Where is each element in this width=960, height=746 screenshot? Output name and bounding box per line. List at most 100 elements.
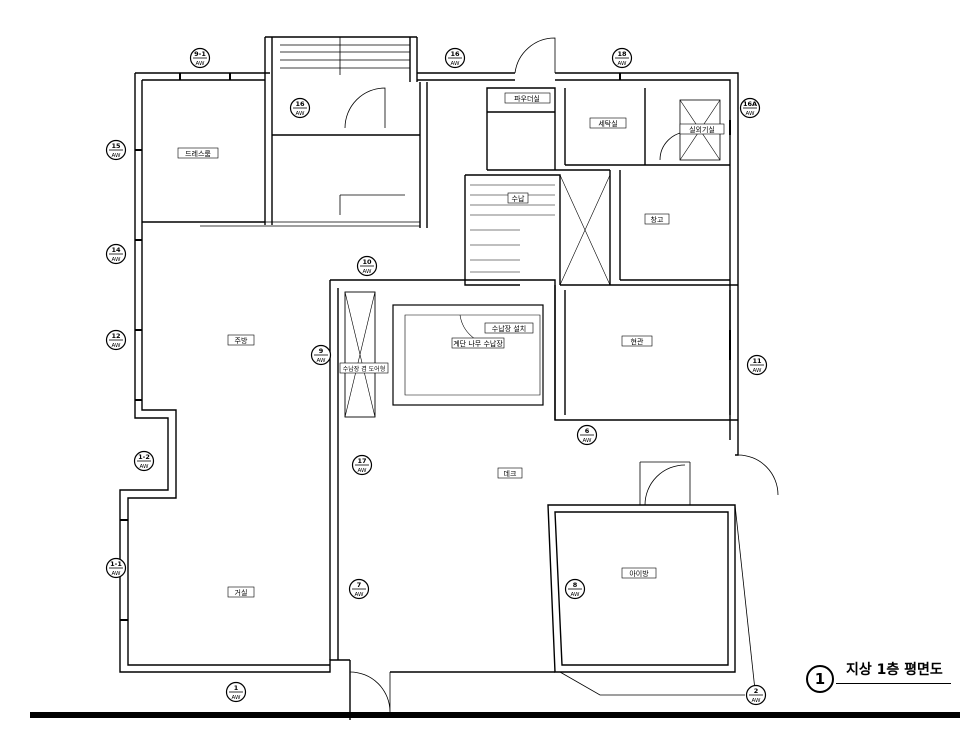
tag-type: AW (112, 153, 121, 159)
room-label: 계단 나무 수납장 (453, 339, 503, 348)
sheet-border-line (30, 712, 960, 718)
room-boiler: 실외기실 (679, 123, 725, 135)
room-storage: 창고 (644, 213, 670, 225)
window-tag-w8: 8AW (564, 578, 586, 600)
tag-type: AW (358, 468, 367, 474)
room-label: 창고 (651, 216, 664, 224)
tag-number: 6 (585, 427, 590, 435)
tag-number: 2 (754, 687, 759, 695)
window-tag-w16c: 16A AW (739, 97, 761, 119)
window-tag-w1: 1AW (225, 681, 247, 703)
tag-number: 10 (362, 258, 372, 266)
room-closet-note: 수납장 겸 도어형 (339, 362, 389, 374)
room-utility: 세탁실 (589, 117, 627, 129)
room-label: 실외기실 (689, 125, 715, 134)
room-label: 세탁실 (598, 119, 617, 128)
tag-number: 16 (450, 50, 460, 58)
tag-number: 16A (743, 100, 757, 108)
window-tag-w1-2: 1-2AW (133, 450, 155, 472)
room-label: 현관 (631, 337, 644, 346)
tag-type: AW (746, 111, 755, 117)
tag-type: AW (112, 257, 121, 263)
room-entrance: 현관 (621, 335, 653, 347)
drawing-number: 1 (806, 665, 834, 693)
door-swing-2 (514, 37, 556, 74)
room-label: 수납 (512, 194, 525, 203)
wall-north-middle (417, 72, 739, 440)
tag-number: 1 (234, 684, 239, 692)
canopy (264, 36, 418, 82)
window-tag-w2: 2AW (745, 684, 767, 706)
tag-number: 17 (357, 457, 366, 465)
room-kids (547, 504, 736, 673)
room-label: 아이방 (629, 569, 649, 578)
tag-number: 15 (111, 142, 121, 150)
door-swing-1 (344, 87, 386, 129)
window-tag-w9-1: 9-1AW (189, 47, 211, 69)
tag-number: 9-1 (194, 50, 206, 58)
tag-number: 14 (111, 246, 121, 254)
tag-type: AW (112, 343, 121, 349)
tag-type: AW (355, 592, 364, 598)
room-stair: 계단 나무 수납장 (451, 337, 505, 349)
tag-type: AW (753, 368, 762, 374)
door-swing-3 (659, 131, 689, 161)
wall-inner-west (127, 79, 330, 666)
door-swing-south (349, 671, 391, 713)
tag-type: AW (317, 358, 326, 364)
window-tag-w7: 7AW (348, 578, 370, 600)
tag-number: 18 (617, 50, 627, 58)
tag-type: AW (196, 61, 205, 67)
drawing-title-text: 지상 1층 평면도 (846, 662, 943, 678)
tag-number: 11 (752, 357, 762, 365)
wall-outline-west (119, 72, 350, 673)
tag-number: 16 (295, 100, 305, 108)
tag-type: AW (140, 464, 149, 470)
door-swing-deck (737, 454, 779, 496)
tag-type: AW (232, 695, 241, 701)
tag-type: AW (112, 571, 121, 577)
window-tag-w1-1: 1-1AW (105, 557, 127, 579)
tag-type: AW (571, 592, 580, 598)
room-label: 거실 (235, 588, 248, 597)
room-nook: 수납 (507, 192, 529, 204)
tag-number: 7 (357, 581, 362, 589)
room-kitchen: 주방 (227, 334, 255, 346)
tag-number: 1-2 (138, 453, 150, 461)
deck-edge (349, 440, 739, 720)
room-label: 드레스룸 (185, 149, 211, 158)
room-label: 데크 (504, 470, 517, 478)
tag-number: 12 (111, 332, 120, 340)
tag-number: 9 (319, 347, 324, 355)
window-tag-w6: 6AW (576, 424, 598, 446)
tag-type: AW (296, 111, 305, 117)
drawing-title: 1 지상 1층 평면도 (806, 657, 956, 701)
room-kids: 아이방 (621, 567, 657, 579)
tag-type: AW (583, 438, 592, 444)
room-living: 거실 (227, 586, 255, 598)
room-dress: 드레스룸 (177, 147, 219, 159)
room-stair-note: 수납장 설치 (484, 322, 534, 334)
tag-type: AW (618, 61, 627, 67)
room-powder: 파우더실 (504, 92, 551, 104)
room-deck: 데크 (497, 467, 523, 479)
tag-type: AW (363, 269, 372, 275)
window-tag-w9: 9AW (310, 344, 332, 366)
room-label: 수납장 겸 도어형 (343, 365, 385, 373)
room-label: 수납장 설치 (492, 324, 526, 333)
room-label: 주방 (235, 336, 248, 345)
tag-number: 8 (573, 581, 578, 589)
tag-type: AW (752, 698, 761, 704)
title-underline (836, 683, 951, 684)
room-label: 파우더실 (514, 94, 540, 103)
